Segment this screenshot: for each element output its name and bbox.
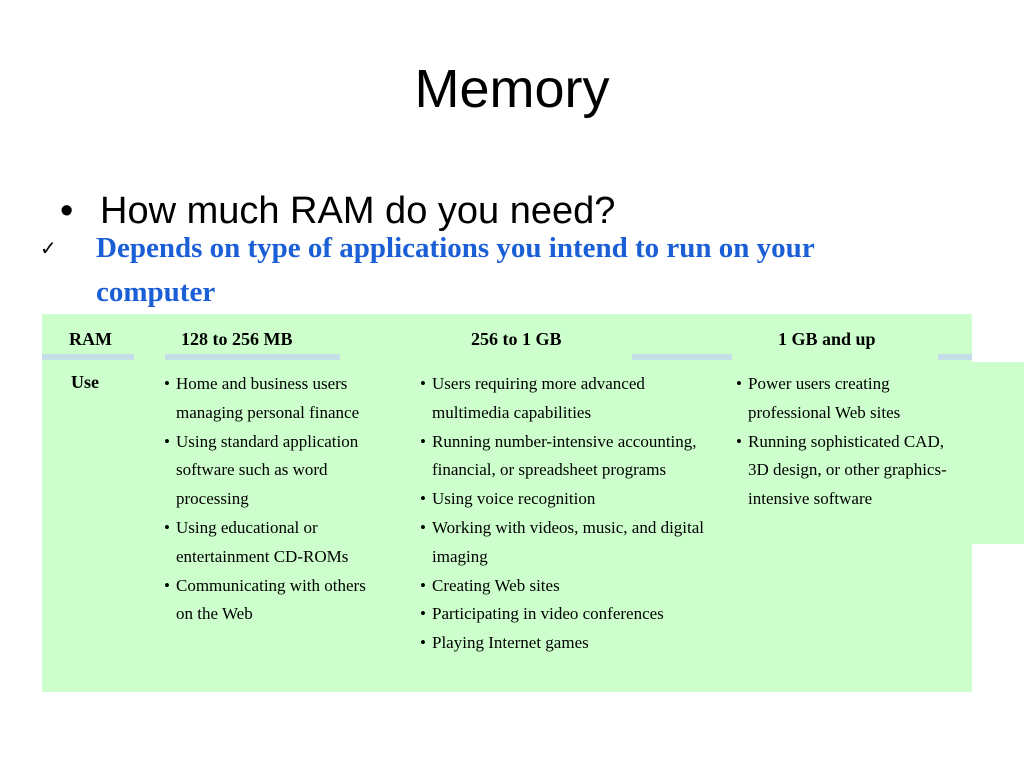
header-divider <box>938 354 972 360</box>
list-item: Working with videos, music, and digital … <box>420 514 710 572</box>
use-col-1: Home and business users managing persona… <box>164 370 379 629</box>
list-item: Participating in video conferences <box>420 600 710 629</box>
table-side-panel <box>972 362 1024 544</box>
use-col-2: Users requiring more advanced multimedia… <box>420 370 710 658</box>
list-item: Creating Web sites <box>420 572 710 601</box>
header-divider <box>632 354 732 360</box>
header-col-2: 256 to 1 GB <box>471 329 562 349</box>
list-item: Playing Internet games <box>420 629 710 658</box>
bullet-dot: • <box>60 190 74 232</box>
sub-point-text: Depends on type of applications you inte… <box>96 232 815 308</box>
header-col-1: 128 to 256 MB <box>181 329 293 349</box>
list-item: Users requiring more advanced multimedia… <box>420 370 710 428</box>
list-item: Power users creating professional Web si… <box>736 370 948 428</box>
list-item: Using standard application software such… <box>164 428 379 514</box>
header-col-3: 1 GB and up <box>778 329 876 349</box>
slide-title: Memory <box>414 59 610 119</box>
list-item: Running number-intensive accounting, fin… <box>420 428 710 486</box>
list-item: Communicating with others on the Web <box>164 572 379 630</box>
list-item: Using educational or entertainment CD-RO… <box>164 514 379 572</box>
use-row-label: Use <box>71 372 99 392</box>
header-ram-label: RAM <box>69 329 112 349</box>
list-item: Using voice recognition <box>420 485 710 514</box>
main-bullet-text: How much RAM do you need? <box>100 190 616 232</box>
use-col-3: Power users creating professional Web si… <box>736 370 948 514</box>
header-divider <box>165 354 340 360</box>
checkmark-icon: ✓ <box>40 236 57 260</box>
header-divider <box>42 354 134 360</box>
list-item: Running sophisticated CAD, 3D design, or… <box>736 428 948 514</box>
list-item: Home and business users managing persona… <box>164 370 379 428</box>
main-bullet: • How much RAM do you need? <box>60 192 615 230</box>
